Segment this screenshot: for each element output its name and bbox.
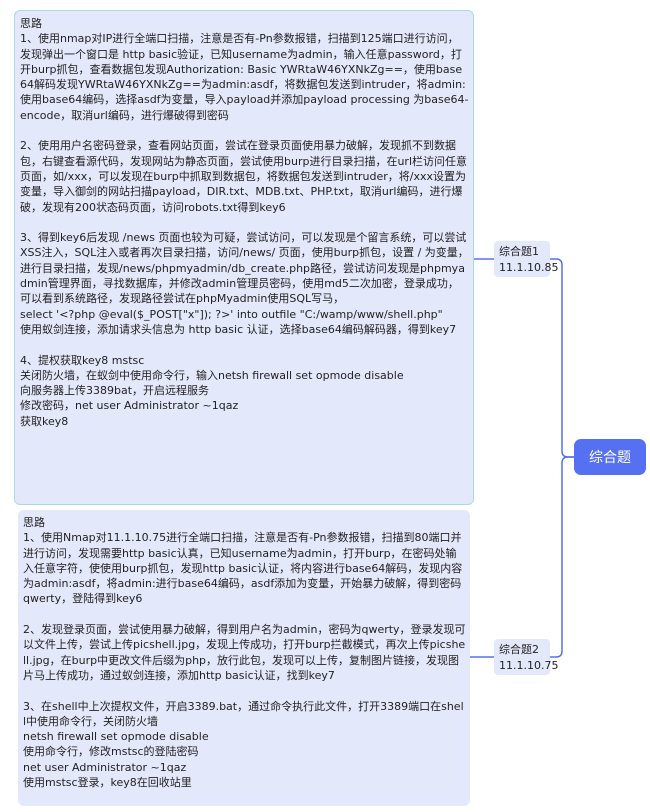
connector-central-to-topic2	[550, 456, 574, 658]
central-topic-node[interactable]: 综合题	[574, 439, 646, 475]
central-topic-label: 综合题	[589, 450, 631, 466]
topic-ip: 11.1.10.75	[499, 659, 559, 672]
connector-central-to-topic1	[550, 258, 574, 458]
topic-title: 综合题1	[499, 245, 539, 258]
note-topic2[interactable]: 思路 1、使用Nmap对11.1.10.75进行全端口扫描，注意是否有-Pn参数…	[18, 510, 470, 806]
topic-ip: 11.1.10.85	[499, 261, 559, 274]
topic-node-2[interactable]: 综合题2 11.1.10.75	[494, 639, 559, 675]
topic-node-1[interactable]: 综合题1 11.1.10.85	[494, 241, 559, 277]
topic-title: 综合题2	[499, 643, 539, 656]
note-topic1[interactable]: 思路 1、使用nmap对IP进行全端口扫描，注意是否有-Pn参数报错，扫描到12…	[14, 10, 474, 505]
